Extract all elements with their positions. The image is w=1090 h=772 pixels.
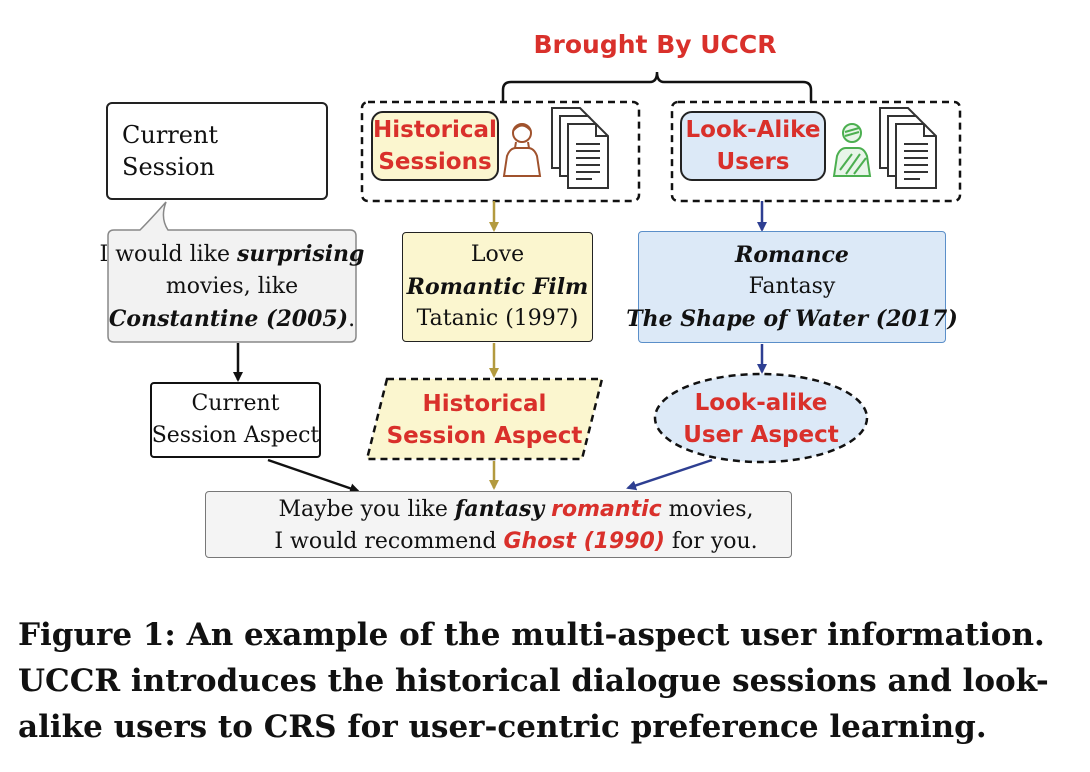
rec-emphasis: fantasy bbox=[454, 495, 545, 522]
rec-text-1: Maybe you like bbox=[278, 496, 455, 522]
caption-line1: Figure 1: An example of the multi-aspect… bbox=[18, 617, 1045, 653]
figure-caption: Figure 1: An example of the multi-aspect… bbox=[18, 612, 1078, 750]
rec-highlight-2: Ghost (1990) bbox=[503, 528, 665, 554]
historical-sessions-label: Historical Sessions bbox=[371, 111, 499, 181]
lookalike-user-aspect: Look-alike User Aspect bbox=[660, 382, 862, 456]
lookalike-aspect-line1: Look-alike bbox=[694, 390, 828, 416]
recommendation-text: Maybe you like fantasy romantic movies, … bbox=[256, 492, 776, 558]
current-session-box: Current Session bbox=[106, 102, 328, 200]
brought-by-label: Brought By UCCR bbox=[533, 30, 777, 59]
document-stack-icon bbox=[551, 107, 609, 189]
lookalike-users-line2: Users bbox=[716, 149, 790, 175]
recommendation-box bbox=[205, 491, 792, 558]
current-session-line1: Current bbox=[122, 121, 219, 149]
caption-line2: UCCR introduces the historical dialogue … bbox=[18, 663, 1049, 699]
current-session-line2: Session bbox=[122, 153, 215, 181]
current-aspect-line2: Session Aspect bbox=[151, 423, 320, 448]
current-aspect-line1: Current bbox=[191, 391, 280, 416]
lookalike-aspect-line2: User Aspect bbox=[683, 422, 839, 448]
curly-brace bbox=[501, 71, 813, 102]
historical-preference-box: Love Romantic Film Tatanic (1997) bbox=[402, 232, 593, 342]
utterance-text-3: . bbox=[348, 307, 356, 332]
lookalike-pref-line3: The Shape of Water (2017) bbox=[626, 306, 958, 332]
rec-text-2: movies, bbox=[661, 496, 754, 522]
speech-bubble-shape bbox=[107, 201, 357, 343]
historical-frame bbox=[360, 100, 641, 203]
lookalike-preference-box: Romance Fantasy The Shape of Water (2017… bbox=[626, 231, 958, 343]
caption-line3: alike users to CRS for user-centric pref… bbox=[18, 709, 987, 745]
rec-text-3: I would recommend bbox=[274, 528, 504, 554]
utterance-text-1: I would like bbox=[99, 242, 238, 267]
historical-sessions-line2: Sessions bbox=[378, 149, 492, 175]
document-stack-icon bbox=[879, 107, 937, 189]
historical-session-aspect: Historical Session Aspect bbox=[372, 382, 597, 458]
current-session-aspect: Current Session Aspect bbox=[150, 382, 321, 458]
historical-pref-line3: Tatanic (1997) bbox=[416, 306, 579, 331]
historical-sessions-line1: Historical bbox=[373, 117, 497, 143]
user-icon bbox=[832, 123, 872, 177]
historical-pref-line1: Love bbox=[470, 242, 525, 267]
lookalike-pref-line2: Fantasy bbox=[748, 274, 836, 299]
lookalike-users-line1: Look-Alike bbox=[685, 117, 821, 143]
historical-aspect-shape bbox=[365, 377, 604, 461]
user-utterance: I would like surprising movies, like Con… bbox=[100, 234, 365, 340]
rec-text-4: for you. bbox=[664, 528, 758, 554]
historical-pref-line2: Romantic Film bbox=[406, 274, 589, 300]
user-icon bbox=[502, 123, 542, 177]
utterance-emphasis-1: surprising bbox=[237, 241, 365, 267]
historical-aspect-line2: Session Aspect bbox=[386, 423, 583, 449]
utterance-emphasis-2: Constantine (2005) bbox=[108, 306, 349, 332]
utterance-text-2: movies, like bbox=[165, 274, 299, 299]
lookalike-users-label: Look-Alike Users bbox=[680, 111, 826, 181]
lookalike-aspect-shape bbox=[653, 372, 869, 464]
lookalike-frame bbox=[670, 100, 962, 203]
lookalike-pref-line1: Romance bbox=[735, 242, 849, 268]
rec-highlight-1: romantic bbox=[551, 496, 662, 522]
historical-aspect-line1: Historical bbox=[422, 391, 547, 417]
